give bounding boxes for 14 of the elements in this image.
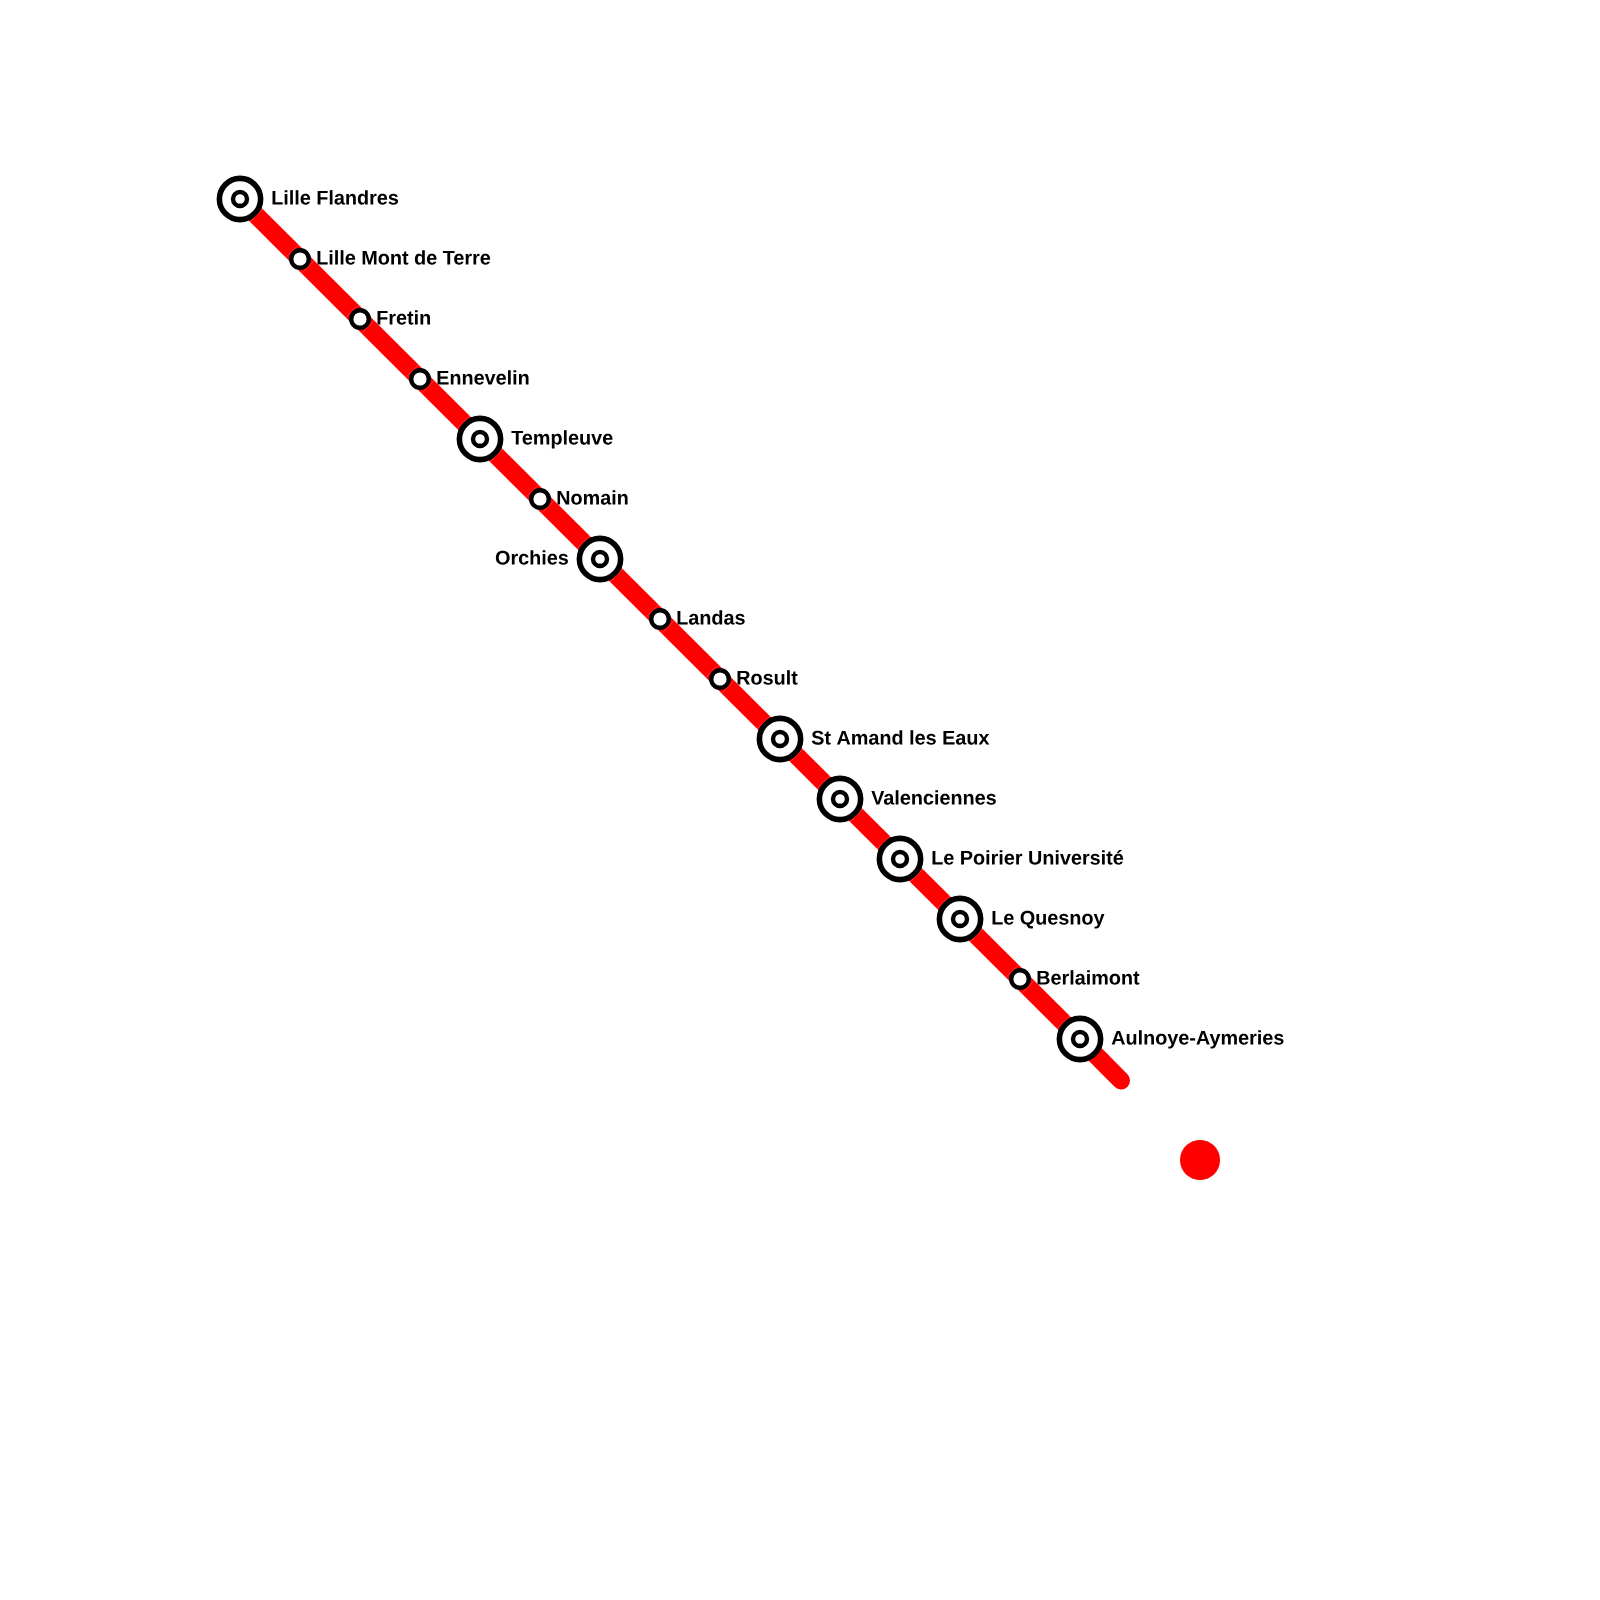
- station-label: Ennevelin: [437, 370, 529, 385]
- station-label: Rosult: [737, 670, 798, 685]
- station-label: Berlaimont: [1037, 970, 1140, 985]
- station-label: Templeuve: [511, 430, 613, 449]
- station-label: Lille Flandres: [272, 190, 398, 205]
- station-label: Aulnoye-Aymeries: [1111, 1030, 1284, 1049]
- station-label: Landas: [677, 610, 745, 625]
- station-label: Le Poirier Université: [932, 850, 1124, 865]
- station-label: Nomain: [557, 490, 628, 505]
- station-label: Le Quesnoy: [992, 910, 1105, 929]
- station-label: Lille Mont de Terre: [317, 250, 491, 265]
- station-label: St Amand les Eaux: [811, 730, 990, 745]
- station-label: Valenciennes: [871, 790, 996, 805]
- station-label: Orchies: [495, 550, 568, 565]
